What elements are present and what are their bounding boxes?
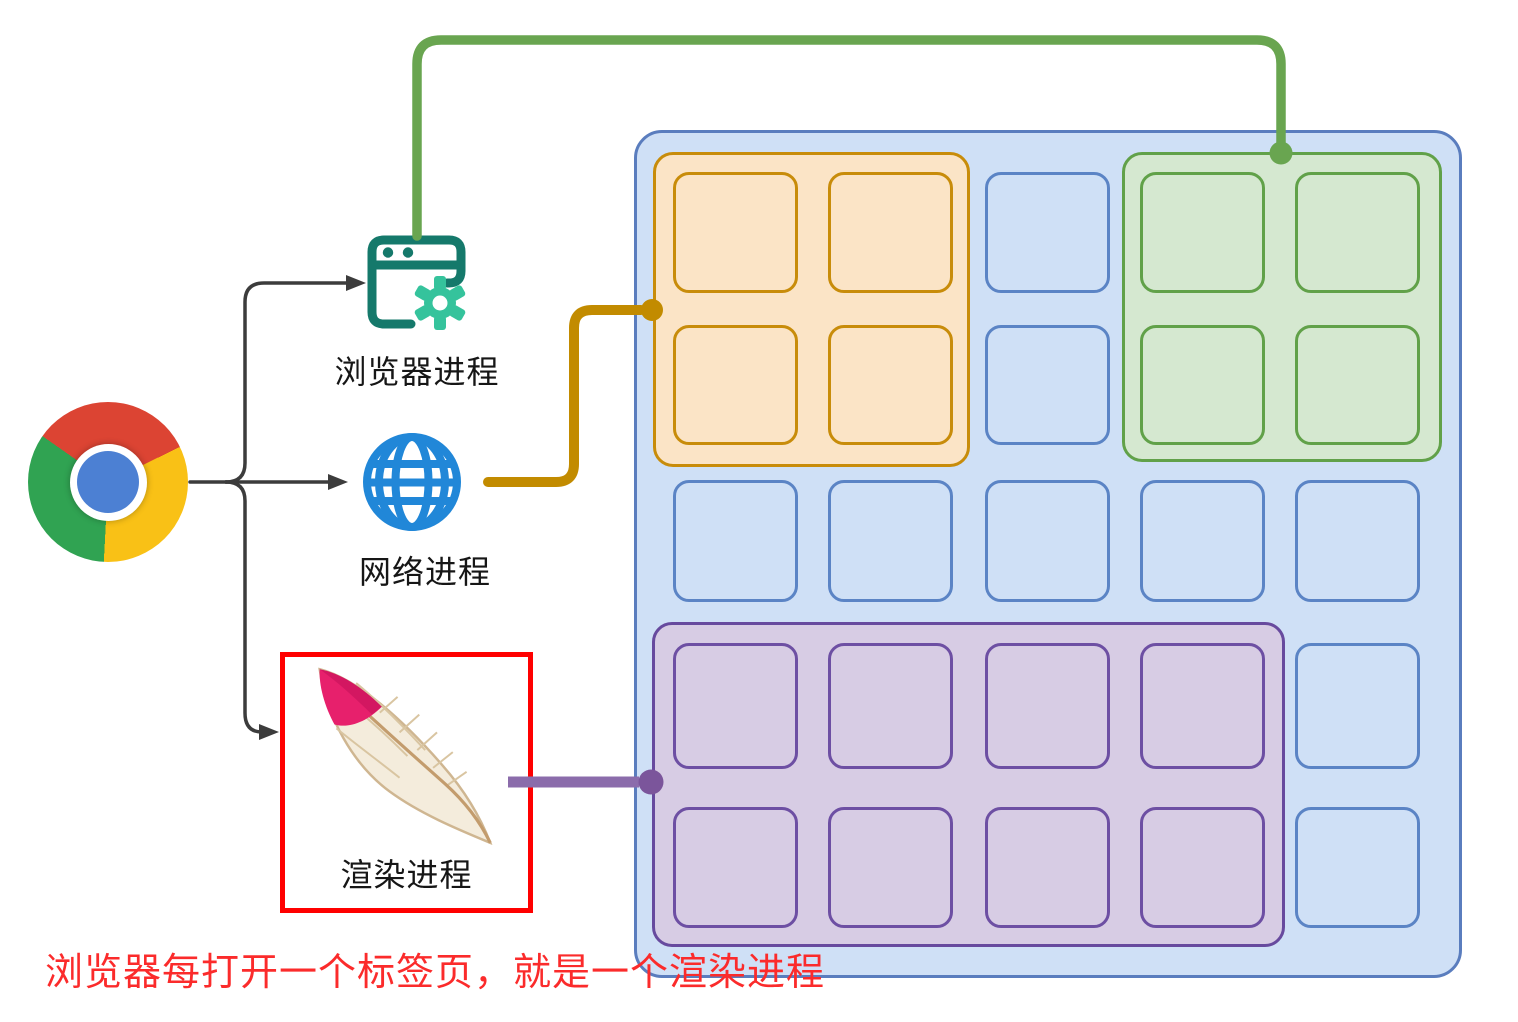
grid-cell xyxy=(1140,325,1265,445)
grid-cell xyxy=(1140,172,1265,293)
chrome-logo-core xyxy=(77,451,139,513)
grid-cell xyxy=(1140,807,1265,928)
grid-cell xyxy=(985,172,1110,293)
feather-icon xyxy=(318,667,493,846)
grid-cell xyxy=(1295,325,1420,445)
grid-cell xyxy=(673,172,798,293)
grid-cell xyxy=(985,643,1110,769)
grid-cell xyxy=(1295,807,1420,928)
grid-cell xyxy=(1295,480,1420,602)
globe-icon xyxy=(363,433,461,531)
network-process-label: 网络进程 xyxy=(358,554,491,590)
chrome-logo xyxy=(28,402,188,562)
render-process-label: 渲染进程 xyxy=(340,857,473,893)
grid-cell xyxy=(673,325,798,445)
grid-cell xyxy=(673,480,798,602)
grid-cell xyxy=(985,807,1110,928)
grid-cell xyxy=(828,172,953,293)
grid-cell xyxy=(1140,643,1265,769)
caption-text: 浏览器每打开一个标签页，就是一个渲染进程 xyxy=(45,952,826,994)
grid-cell xyxy=(828,643,953,769)
browser-process-label: 浏览器进程 xyxy=(334,354,500,390)
grid-cell xyxy=(828,807,953,928)
grid-cell xyxy=(828,325,953,445)
grid-cell xyxy=(1140,480,1265,602)
browser-window-gear-icon xyxy=(367,235,466,330)
grid-cell xyxy=(828,480,953,602)
grid-cell xyxy=(985,325,1110,445)
grid-cell xyxy=(1295,643,1420,769)
render-process-highlight-box: 渲染进程 xyxy=(280,652,533,913)
grid-cell xyxy=(985,480,1110,602)
grid-cell xyxy=(1295,172,1420,293)
grid-cell xyxy=(673,807,798,928)
purple-process-group xyxy=(652,622,1285,947)
gear-icon xyxy=(414,276,466,330)
grid-cell xyxy=(673,643,798,769)
